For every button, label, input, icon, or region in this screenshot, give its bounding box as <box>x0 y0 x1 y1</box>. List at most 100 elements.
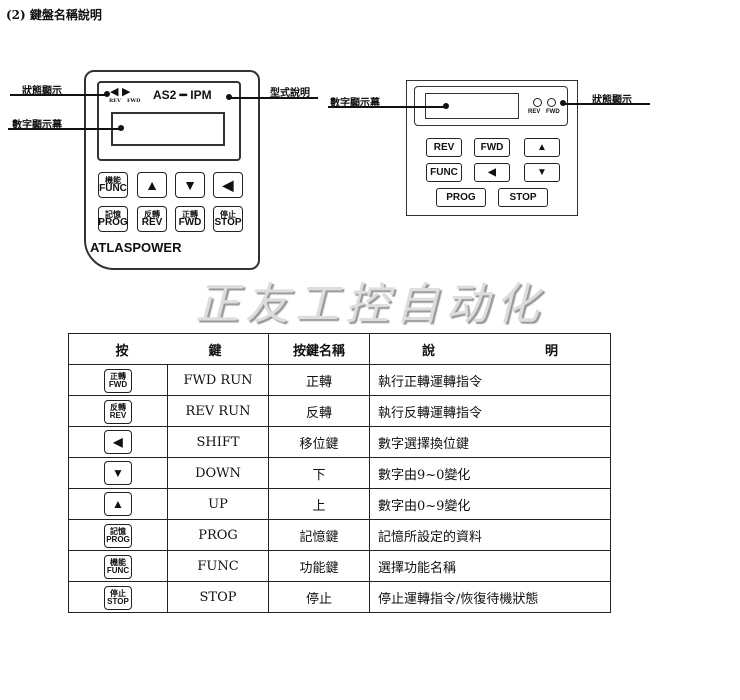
key-zh-label: 反轉 <box>144 209 160 219</box>
keypad-key: FWD <box>474 138 510 157</box>
key-icon: ◀ <box>104 430 132 454</box>
header-desc-1: 說 <box>421 343 435 359</box>
key-label: ▲ <box>537 141 547 153</box>
key-icon: ▼ <box>104 461 132 485</box>
key-zh-label: 停止 <box>220 209 236 219</box>
key-label: FWD <box>480 141 504 153</box>
keypad-key: STOP <box>498 188 548 207</box>
key-label: STOP <box>509 191 537 203</box>
keypad-key: ◀ <box>213 172 243 198</box>
key-description: 數字由9~0變化 <box>369 457 611 489</box>
header-key-2: 鍵 <box>208 343 222 359</box>
key-label: PROG <box>446 191 476 203</box>
key-label: FUNC <box>99 183 127 194</box>
key-label: FUNC <box>430 166 458 178</box>
key-name-zh: 停止 <box>268 581 370 613</box>
header-key-name: 按鍵名稱 <box>268 333 370 365</box>
digital-display <box>111 112 225 146</box>
keypad-key: ▲ <box>524 138 560 157</box>
watermark: 正友工控自动化 <box>195 279 545 330</box>
status-label: 狀態顯示 <box>22 86 62 97</box>
rev-indicator: REV <box>109 98 121 104</box>
key-name-zh: 正轉 <box>268 364 370 396</box>
keypad-key: REV <box>426 138 462 157</box>
keypad-key: ◀ <box>474 163 510 182</box>
key-label: FWD <box>178 217 202 228</box>
key-name-zh: 移位鍵 <box>268 426 370 458</box>
keypad-key: PROG <box>436 188 486 207</box>
rev-led-icon <box>533 98 542 107</box>
fwd-indicator: FWD <box>127 98 141 104</box>
key-label: REV <box>141 217 163 228</box>
keypad-key: FUNC <box>426 163 462 182</box>
section-title: (2) 鍵盤名稱說明 <box>6 8 102 22</box>
key-description: 選擇功能名稱 <box>369 550 611 582</box>
key-label: ▲ <box>145 177 159 193</box>
key-name-en: UP <box>167 488 269 520</box>
header-desc-2: 明 <box>545 343 559 359</box>
key-label: ▼ <box>537 166 547 178</box>
key-name-zh: 記憶鍵 <box>268 519 370 551</box>
key-name-zh: 反轉 <box>268 395 370 427</box>
keypad-key: ▼ <box>524 163 560 182</box>
key-description: 停止運轉指令/恢復待機狀態 <box>369 581 611 613</box>
keypad-key: ▲ <box>137 172 167 198</box>
key-zh-label: 機能 <box>105 175 121 185</box>
key-label: REV <box>433 141 455 153</box>
key-name-zh: 功能鍵 <box>268 550 370 582</box>
table-header: 按 鍵 按鍵名稱 說 明 <box>68 333 611 365</box>
keypad-key: ▼ <box>175 172 205 198</box>
header-key-1: 按 <box>115 343 129 359</box>
key-name-en: REV RUN <box>167 395 269 427</box>
key-description: 執行反轉運轉指令 <box>369 395 611 427</box>
display-label: 數字顯示幕 <box>12 120 62 131</box>
model-text: AS2 ━ IPM <box>153 88 212 102</box>
key-zh-label: 正轉 <box>182 209 198 219</box>
display-label: 數字顯示幕 <box>330 98 380 109</box>
key-description: 數字由0~9變化 <box>369 488 611 520</box>
fwd-led-icon <box>547 98 556 107</box>
key-name-en: SHIFT <box>167 426 269 458</box>
key-name-en: FWD RUN <box>167 364 269 396</box>
key-description: 數字選擇換位鍵 <box>369 426 611 458</box>
key-name-zh: 下 <box>268 457 370 489</box>
key-name-en: FUNC <box>167 550 269 582</box>
brand-logo: ATLASPOWER <box>90 240 182 255</box>
key-label: ◀ <box>488 166 496 178</box>
key-zh-label: 記憶 <box>105 209 121 219</box>
key-description: 記憶所設定的資料 <box>369 519 611 551</box>
key-label: ◀ <box>222 177 234 193</box>
key-name-en: PROG <box>167 519 269 551</box>
key-icon: ▲ <box>104 492 132 516</box>
key-name-en: STOP <box>167 581 269 613</box>
status-label: 狀態顯示 <box>592 95 632 106</box>
model-label: 型式說明 <box>270 88 310 99</box>
key-name-zh: 上 <box>268 488 370 520</box>
rev-indicator: REV <box>528 109 541 115</box>
key-label: STOP <box>214 217 242 228</box>
key-label: PROG <box>98 217 128 228</box>
key-label: ▼ <box>183 177 197 193</box>
fwd-indicator: FWD <box>546 109 560 115</box>
key-description: 執行正轉運轉指令 <box>369 364 611 396</box>
key-name-en: DOWN <box>167 457 269 489</box>
